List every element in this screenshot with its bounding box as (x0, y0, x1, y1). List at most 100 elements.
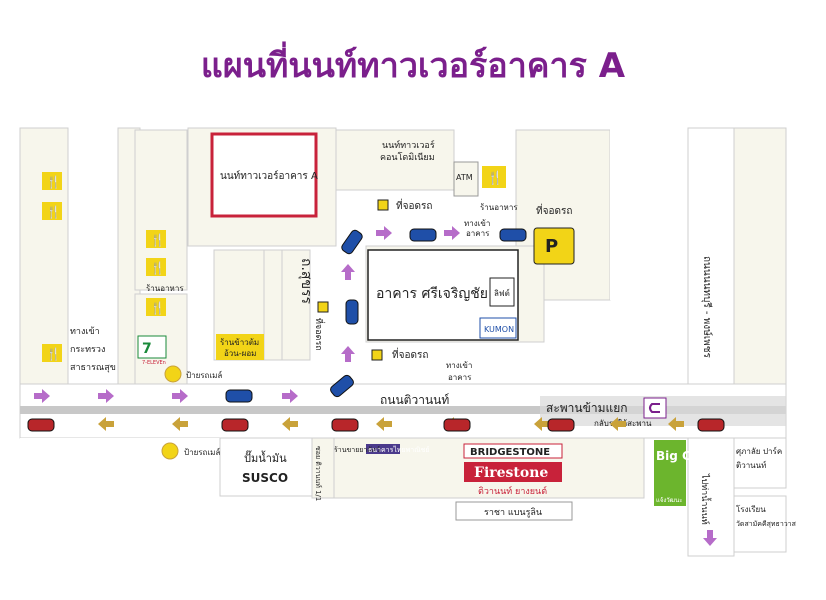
road-right-label: ถนนนนทบุรี - พงษ์เพชร (701, 256, 713, 359)
parking-icon-small-2 (317, 301, 329, 313)
rice-shop-label: ร้านข้าวต้ม (220, 338, 259, 347)
direction-arrows-eastbound (34, 226, 717, 546)
parking-label-bottom: ที่จอดรถ (392, 347, 428, 361)
bus-stop-label-bottom: ป้ายรถเมล์ (184, 447, 220, 457)
restaurant-icon-4: 🍴 (146, 258, 166, 276)
svg-text:🍴: 🍴 (46, 347, 61, 361)
seven-eleven-label: 7-ELEVEn (142, 360, 166, 366)
seven-eleven-logo: 7 (137, 335, 167, 359)
rice-shop-label-2: อ้วน-ผอม (224, 349, 256, 358)
bridgestone-label: BRIDGESTONE (470, 447, 550, 458)
block-bus-area (20, 438, 220, 498)
college-label-2: ติวานนท์ (736, 460, 766, 470)
block-college (733, 437, 787, 489)
block-gas (219, 437, 313, 497)
car-icon (499, 228, 527, 242)
condo-label-2: คอนโดมิเนียม (380, 152, 435, 163)
direction-arrow-icon (703, 530, 717, 546)
block-school (733, 495, 787, 553)
parking-label-top: ที่จอดรถ (396, 198, 432, 212)
parking-icon-small-3 (371, 349, 383, 361)
direction-arrow-icon (610, 417, 626, 431)
bigc-label: Big C (656, 449, 691, 463)
restaurant-icon-2: 🍴 (42, 202, 62, 220)
gas-station-label: ปั๊มน้ำมัน (244, 450, 287, 465)
bridgestone-sign (463, 443, 563, 459)
parking-label-right: ที่จอดรถ (536, 203, 572, 217)
atm-label: ATM (456, 173, 473, 182)
bus-stop-label-top: ป้ายรถเมล์ (186, 370, 222, 380)
bigc-label-2: แจ้งวัฒนะ (656, 497, 682, 504)
direction-arrow-icon (98, 389, 114, 403)
parking-icon-small-1 (377, 199, 389, 211)
direction-arrow-icon (172, 417, 188, 431)
firestone-label: Firestone (474, 465, 548, 481)
road-median (20, 406, 786, 414)
car-icon (225, 389, 253, 403)
college-label: ศุภาลัย ปาร์ค (736, 446, 782, 456)
target-building[interactable] (210, 132, 318, 218)
direction-arrow-icon (376, 417, 392, 431)
u-turn-arrow (649, 403, 660, 413)
bridge-label: สะพานข้ามแยก (546, 401, 628, 415)
soi-tiwanon-label: ซอย ติวานนท์ 1/1 (314, 446, 322, 501)
restaurant-label-1: ร้านอาหาร (146, 284, 184, 293)
bank-label: ธนาคารไทยพาณิชย์ (368, 445, 430, 454)
entrance-label-top-2: อาคาร (466, 229, 490, 238)
restaurant-icon-6: 🍴 (42, 344, 62, 362)
siri-building-label: อาคาร ศรีเจริญชัย (376, 286, 488, 302)
block-lift (489, 277, 515, 307)
direction-arrow-icon (376, 226, 392, 240)
school-label: โรงเรียน (736, 504, 766, 514)
ministry-label-3: สาธารณสุข (70, 363, 116, 373)
restaurant-icon-1: 🍴 (42, 172, 62, 190)
direction-arrow-icon (341, 264, 355, 280)
small-shop-label: ร้านขายยาสัตว์ (334, 446, 380, 454)
car-icon (443, 418, 471, 432)
u-turn-icon (643, 397, 667, 419)
kumon-label: KUMON (484, 325, 514, 334)
parking-lot-big[interactable] (533, 227, 575, 265)
entrance-label-bottom-2: อาคาร (448, 373, 472, 382)
car-icon (331, 418, 359, 432)
svg-text:🍴: 🍴 (150, 301, 165, 315)
rice-shop-sign (216, 334, 264, 360)
restaurant-icon-3: 🍴 (146, 230, 166, 248)
firestone-sign (464, 462, 562, 482)
car-icon (221, 418, 249, 432)
bus-stop-icon-1 (164, 365, 182, 383)
main-road-label: ถนนติวานนท์ (380, 393, 449, 407)
block-far-right (610, 128, 686, 300)
ministry-label-2: กระทรวง (70, 345, 105, 355)
susco-label: SUSCO (242, 471, 288, 485)
restaurant-icon-7: 🍴 (482, 166, 506, 188)
direction-arrow-icon (282, 417, 298, 431)
target-building-label: นนท์ทาวเวอร์อาคาร A (220, 170, 318, 182)
block-atm (453, 161, 479, 197)
direction-arrow-icon (534, 417, 550, 431)
direction-arrow-icon (98, 417, 114, 431)
tire-shop-label: ติวานนท์ ยางยนต์ (478, 485, 547, 497)
direction-arrow-icon (668, 417, 684, 431)
car-icon (409, 228, 437, 242)
lift-label: ลิฟต์ (494, 288, 510, 298)
cars (27, 228, 725, 432)
svg-text:🍴: 🍴 (150, 261, 165, 275)
svg-text:🍴: 🍴 (46, 205, 61, 219)
restaurant-icon-5: 🍴 (146, 298, 166, 316)
bigc-building[interactable] (654, 440, 686, 506)
entrance-label-top: ทางเข้า (464, 219, 490, 228)
direction-arrow-icon (341, 346, 355, 362)
block-condo (335, 129, 455, 191)
svg-text:🍴: 🍴 (150, 233, 165, 247)
direction-arrow-icon (282, 389, 298, 403)
entrance-label-bottom: ทางเข้า (446, 361, 472, 370)
parking-icon: P (545, 236, 558, 257)
block-kumon (479, 317, 517, 339)
block-right-edge (733, 127, 787, 385)
bus-stop-icon-2 (161, 442, 179, 460)
car-icon (341, 229, 363, 255)
car-icon (27, 418, 55, 432)
raja-label: ราชา แบนรูลิน (484, 507, 542, 518)
